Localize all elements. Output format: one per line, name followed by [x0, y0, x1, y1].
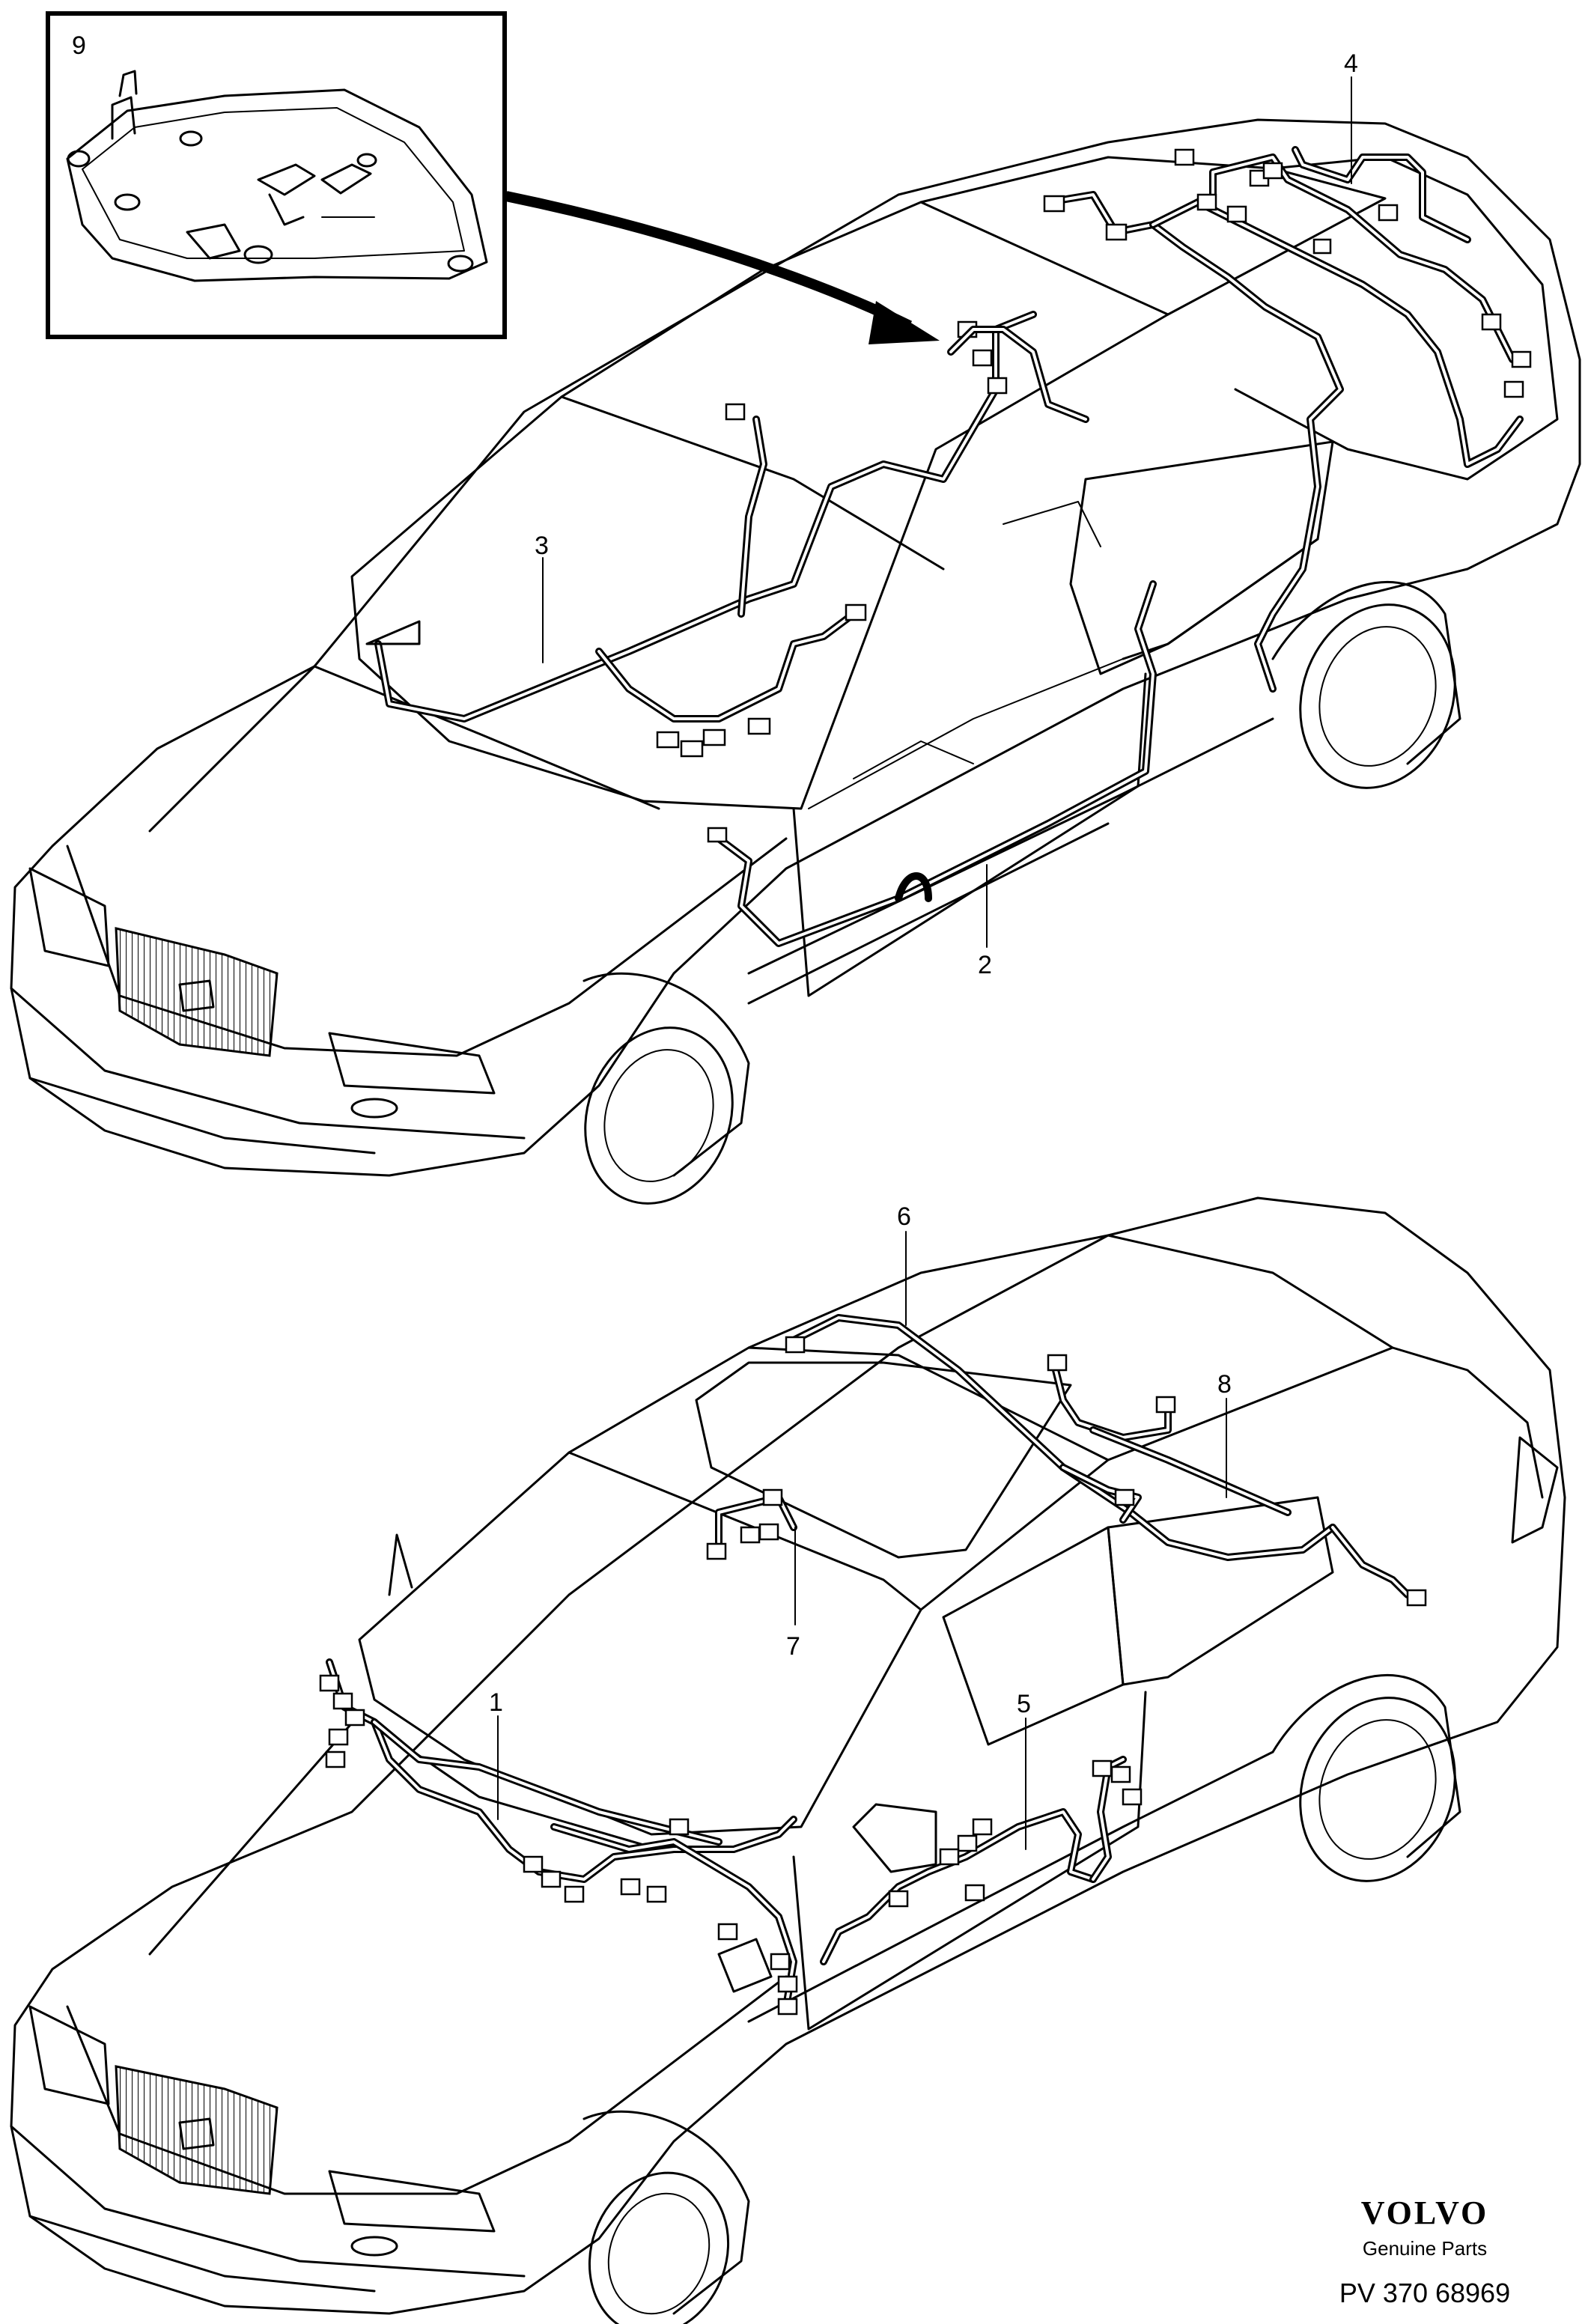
callout-label-4: 4	[1344, 49, 1358, 78]
harness-7	[706, 1488, 797, 1560]
callout-2: 2	[978, 864, 992, 979]
callout-7: 7	[786, 1527, 800, 1661]
lower-car	[10, 1196, 1566, 2324]
callout-3: 3	[535, 532, 549, 663]
harness-5	[820, 1756, 1143, 1965]
callout-8: 8	[1217, 1370, 1232, 1498]
callout-4: 4	[1344, 49, 1358, 184]
callout-1: 1	[489, 1688, 503, 1820]
harness-4	[1043, 146, 1532, 693]
harness-1	[319, 1658, 798, 2016]
inset-arrow	[505, 191, 940, 344]
callout-label-9: 9	[72, 31, 86, 60]
harness-6	[785, 1314, 1427, 1607]
callout-label-8: 8	[1217, 1370, 1232, 1399]
callout-label-1: 1	[489, 1688, 503, 1717]
harness-3	[365, 311, 1037, 758]
volvo-logo-text: VOLVO	[1361, 2194, 1489, 2231]
branding-block: VOLVO Genuine Parts PV 370 68969	[1339, 2194, 1510, 2308]
roof-harness-upper	[947, 326, 1089, 423]
harness-2	[707, 580, 1157, 947]
callout-label-3: 3	[535, 532, 549, 560]
inset-detail-9: 9	[46, 11, 507, 339]
upper-car	[10, 118, 1581, 1205]
inset-panel	[66, 70, 488, 282]
callout-5: 5	[1017, 1690, 1031, 1850]
callout-label-5: 5	[1017, 1690, 1031, 1718]
harness-8	[1047, 1354, 1292, 1516]
callout-label-6: 6	[897, 1202, 911, 1231]
brand-subtitle: Genuine Parts	[1363, 2237, 1487, 2260]
callout-label-2: 2	[978, 951, 992, 979]
callout-6: 6	[897, 1202, 911, 1326]
callout-label-7: 7	[786, 1632, 800, 1661]
diagram-code: PV 370 68969	[1339, 2278, 1510, 2308]
